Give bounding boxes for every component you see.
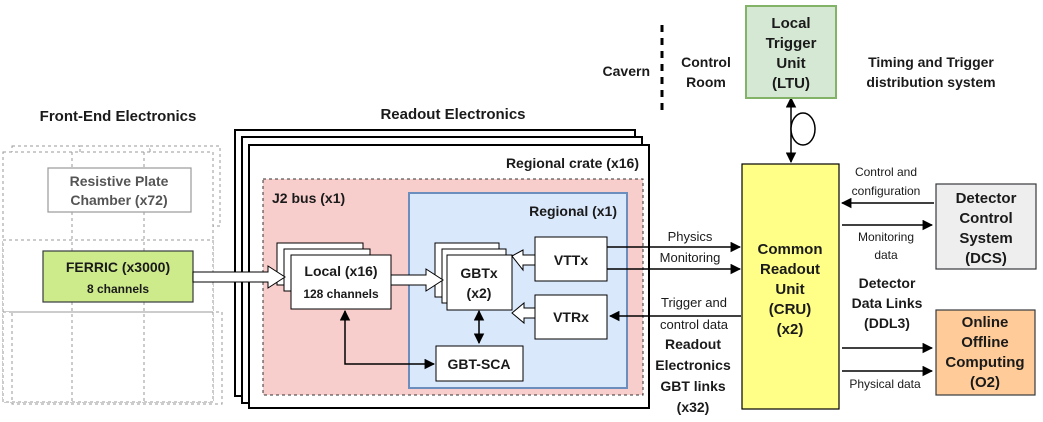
regional-crate-label: Regional crate (x16) xyxy=(506,155,639,171)
readout-gbt-label-3: GBT links xyxy=(660,378,726,394)
gbtx-box xyxy=(446,254,513,311)
o2-label-3: Computing xyxy=(945,354,1024,371)
cavern-label: Cavern xyxy=(603,63,650,79)
ferric-label: FERRIC (x3000) xyxy=(66,259,170,275)
physics-label: Physics xyxy=(668,229,713,244)
timing-trigger-line1: Timing and Trigger xyxy=(868,54,994,70)
monitoring-data-label-1: Monitoring xyxy=(858,230,914,244)
dcs-label-3: System xyxy=(959,230,1012,247)
local-channels: 128 channels xyxy=(303,287,379,301)
o2-label-2: Offline xyxy=(961,334,1009,351)
readout-gbt-label-4: (x32) xyxy=(677,399,710,415)
o2-label-1: Online xyxy=(962,314,1009,331)
dcs-label-4: (DCS) xyxy=(965,250,1007,267)
cru-label-4: (CRU) xyxy=(769,301,812,318)
vtrx-label: VTRx xyxy=(553,309,589,325)
rpc-label-line1: Resistive Plate xyxy=(70,173,169,189)
ddl-label-2: Data Links xyxy=(852,295,923,311)
physical-data-label: Physical data xyxy=(849,377,921,391)
local-sca-link xyxy=(339,309,436,370)
monitoring-label: Monitoring xyxy=(660,250,721,265)
ferric-box xyxy=(42,250,194,303)
rpc-label-line2: Chamber (x72) xyxy=(70,192,167,208)
control-config-label-1: Control and xyxy=(855,165,917,179)
front-end-title: Front-End Electronics xyxy=(40,108,197,125)
cru-box xyxy=(741,163,840,410)
plain-connectors xyxy=(339,96,934,377)
regional-label: Regional (x1) xyxy=(529,203,617,219)
dcs-label-2: Control xyxy=(959,210,1012,227)
ferric-channels: 8 channels xyxy=(87,282,149,296)
o2-label-4: (O2) xyxy=(970,374,1000,391)
cru-label-2: Readout xyxy=(760,261,820,278)
readout-gbt-label-1: Readout xyxy=(665,336,721,352)
local-box xyxy=(290,254,392,310)
gbtx-to-vttx-arrow xyxy=(511,249,536,272)
trigger-control-label-2: control data xyxy=(660,317,729,332)
gbtx-count: (x2) xyxy=(467,285,492,301)
dcs-box xyxy=(935,183,1037,270)
vtrx-box xyxy=(534,294,608,340)
monitoring-data-label-2: data xyxy=(874,248,898,262)
control-room-line1: Control xyxy=(681,54,731,70)
ltu-label-2: Trigger xyxy=(766,35,817,52)
vttx-label: VTTx xyxy=(554,252,588,268)
control-room-line2: Room xyxy=(686,74,726,90)
timing-trigger-line2: distribution system xyxy=(866,74,995,90)
ltu-label-4: (LTU) xyxy=(772,75,810,92)
fiber-loop xyxy=(790,112,816,146)
gbt-sca-label: GBT-SCA xyxy=(448,356,511,372)
trigger-control-label-1: Trigger and xyxy=(661,295,727,310)
dcs-label-1: Detector xyxy=(956,190,1017,207)
cru-label-3: Unit xyxy=(775,281,804,298)
rpc-box xyxy=(47,167,192,213)
control-config-label-2: configuration xyxy=(852,184,921,198)
gbtx-label: GBTx xyxy=(460,265,498,281)
vtrx-to-gbtx-arrow xyxy=(511,301,536,325)
ddl-label-3: (DDL3) xyxy=(864,315,910,331)
local-label: Local (x16) xyxy=(304,263,377,279)
local-to-gbtx-arrow xyxy=(390,268,444,292)
vttx-box xyxy=(534,236,608,282)
ltu-label-1: Local xyxy=(771,15,810,32)
readout-gbt-label-2: Electronics xyxy=(655,357,731,373)
j2-bus-label: J2 bus (x1) xyxy=(272,190,345,206)
cru-label-1: Common xyxy=(758,241,823,258)
o2-box xyxy=(935,309,1036,396)
gbt-sca-box xyxy=(435,345,524,382)
readout-title: Readout Electronics xyxy=(380,106,525,123)
ltu-label-3: Unit xyxy=(776,55,805,72)
ltu-box xyxy=(745,5,837,99)
ferric-to-local-arrow xyxy=(192,265,286,289)
ddl-label-1: Detector xyxy=(859,275,916,291)
cru-label-5: (x2) xyxy=(777,321,804,338)
